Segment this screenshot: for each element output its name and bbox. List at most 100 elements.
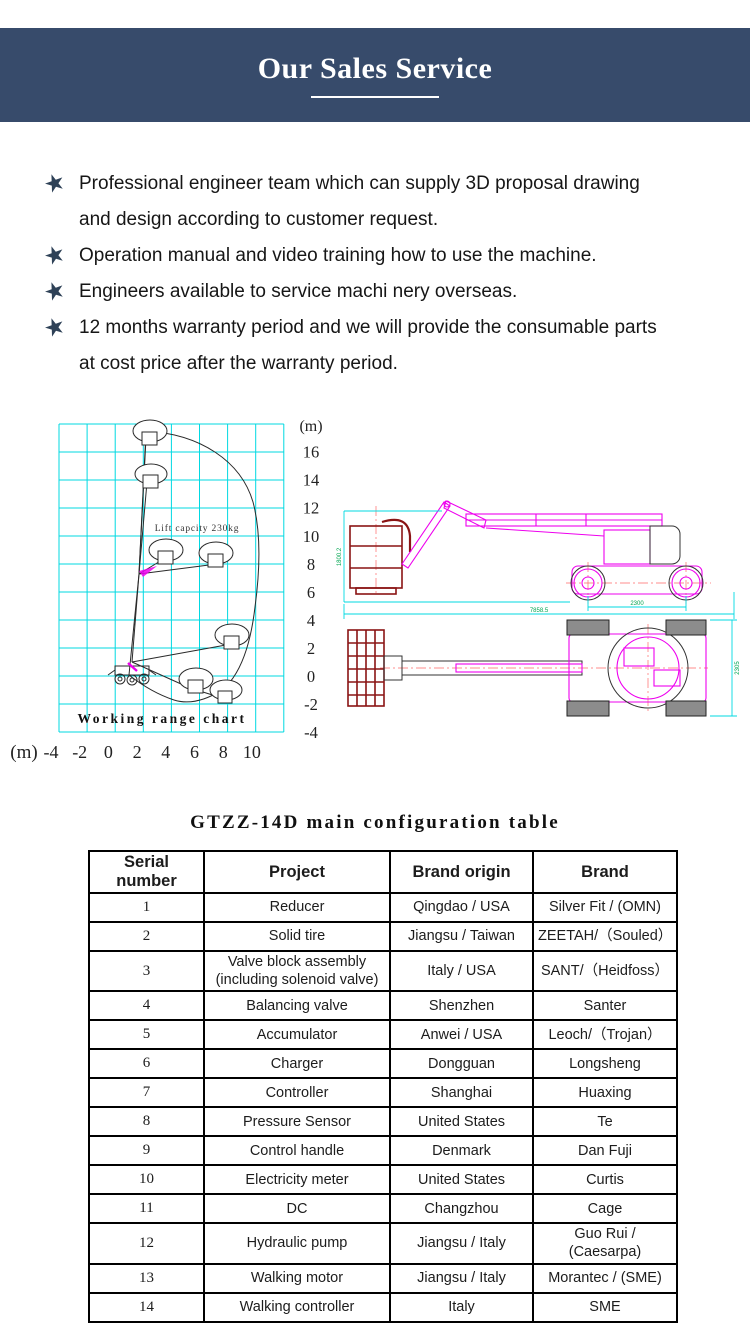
wheelbase-dimension-label: 2300 [630, 601, 644, 607]
top-view: 2305 [347, 619, 741, 717]
star-icon: ★ [40, 311, 70, 344]
table-cell: Morantec / (SME) [532, 1262, 678, 1294]
table-cell: 10 [88, 1164, 205, 1196]
table-cell: Jiangsu / Taiwan [389, 921, 534, 952]
axis-tick-label: 14 [303, 471, 320, 490]
table-cell: Jiangsu / Italy [389, 1262, 534, 1294]
axis-tick-label: -2 [72, 742, 87, 762]
wheels-top [566, 619, 707, 717]
working-range-chart: Lift capcity 230kg Working range chart (… [10, 418, 322, 763]
side-dimensions [343, 510, 735, 619]
table-cell: 5 [88, 1019, 205, 1051]
service-text: Operation manual and video training how … [79, 245, 597, 266]
table-cell: Te [532, 1106, 678, 1138]
axis-tick-label: 4 [307, 611, 315, 630]
machine-dimension-diagrams: 1800.2 7858.5 2300 [337, 500, 741, 717]
table-cell: Accumulator [203, 1019, 391, 1051]
axis-tick-label: 0 [104, 742, 113, 762]
header-band: Our Sales Service [0, 28, 750, 122]
table-cell: 14 [88, 1291, 205, 1323]
table-cell: Dan Fuji [532, 1135, 678, 1167]
table-cell: Curtis [532, 1164, 678, 1196]
platform-basket-top [347, 629, 385, 707]
boom-top [383, 655, 583, 681]
boom-side [401, 500, 703, 595]
service-list: ★ Professional engineer team which can su… [40, 166, 664, 382]
star-icon: ★ [40, 167, 70, 200]
table-cell: Denmark [389, 1135, 534, 1167]
axis-tick-label: 10 [243, 742, 261, 762]
axis-tick-label: 8 [307, 555, 315, 574]
reach-envelope-path [128, 430, 260, 703]
x-axis-unit: (m) [10, 742, 37, 763]
table-cell: Valve block assembly (including solenoid… [203, 949, 391, 993]
table-column-header: Brand [532, 850, 678, 894]
page-title: Our Sales Service [257, 52, 493, 85]
table-column-header: Brand origin [389, 850, 534, 894]
chassis-sketch [107, 665, 157, 686]
table-cell: Qingdao / USA [389, 892, 534, 923]
service-item: ★ 12 months warranty period and we will p… [40, 310, 664, 382]
table-cell: Cage [532, 1193, 678, 1225]
table-cell: Solid tire [203, 921, 391, 952]
service-item: ★Engineers available to service machi ne… [40, 274, 664, 310]
axis-tick-label: -4 [44, 742, 59, 762]
chart-grid [58, 423, 285, 733]
table-cell: 1 [88, 892, 205, 923]
counterweight [649, 525, 681, 565]
table-cell: Silver Fit / (OMN) [532, 892, 678, 923]
table-cell: Control handle [203, 1135, 391, 1167]
table-cell: Balancing valve [203, 990, 391, 1022]
table-cell: United States [389, 1164, 534, 1196]
table-cell: DC [203, 1193, 391, 1225]
table-cell: Shanghai [389, 1077, 534, 1109]
top-dimensions [710, 619, 737, 717]
axis-tick-label: 8 [219, 742, 228, 762]
side-view: 1800.2 7858.5 2300 [337, 500, 735, 619]
table-cell: Changzhou [389, 1193, 534, 1225]
table-cell: 11 [88, 1193, 205, 1225]
table-title: GTZZ-14D main configuration table [190, 812, 560, 833]
length-dimension-label: 7858.5 [530, 608, 549, 614]
axis-tick-label: 16 [303, 443, 320, 462]
chart-title: Working range chart [78, 711, 247, 726]
axis-tick-label: 2 [133, 742, 142, 762]
table-cell: 2 [88, 921, 205, 952]
table-cell: Hydraulic pump [203, 1222, 391, 1265]
table-cell: Dongguan [389, 1048, 534, 1080]
table-cell: Santer [532, 990, 678, 1022]
table-cell: 7 [88, 1077, 205, 1109]
service-item: ★Operation manual and video training how… [40, 238, 664, 274]
y-axis-unit: (m) [299, 418, 322, 435]
height-dimension-label: 1800.2 [337, 547, 343, 566]
service-text: 12 months warranty period and we will pr… [79, 317, 657, 374]
service-text: Professional engineer team which can sup… [79, 173, 640, 230]
table-cell: Guo Rui / (Caesarpa) [532, 1222, 678, 1265]
table-cell: SME [532, 1291, 678, 1323]
table-cell: Pressure Sensor [203, 1106, 391, 1138]
table-cell: Italy / USA [389, 949, 534, 993]
table-column-header: Project [203, 850, 391, 894]
table-cell: ZEETAH/（Souled） [532, 921, 678, 952]
table-cell: Longsheng [532, 1048, 678, 1080]
axis-tick-label: 6 [307, 583, 315, 602]
table-cell: 4 [88, 990, 205, 1022]
table-cell: United States [389, 1106, 534, 1138]
axis-tick-label: 10 [303, 527, 320, 546]
table-cell: Jiangsu / Italy [389, 1222, 534, 1265]
axis-tick-label: 4 [161, 742, 170, 762]
platform-sketches [132, 419, 250, 704]
axis-tick-label: 0 [307, 667, 315, 686]
